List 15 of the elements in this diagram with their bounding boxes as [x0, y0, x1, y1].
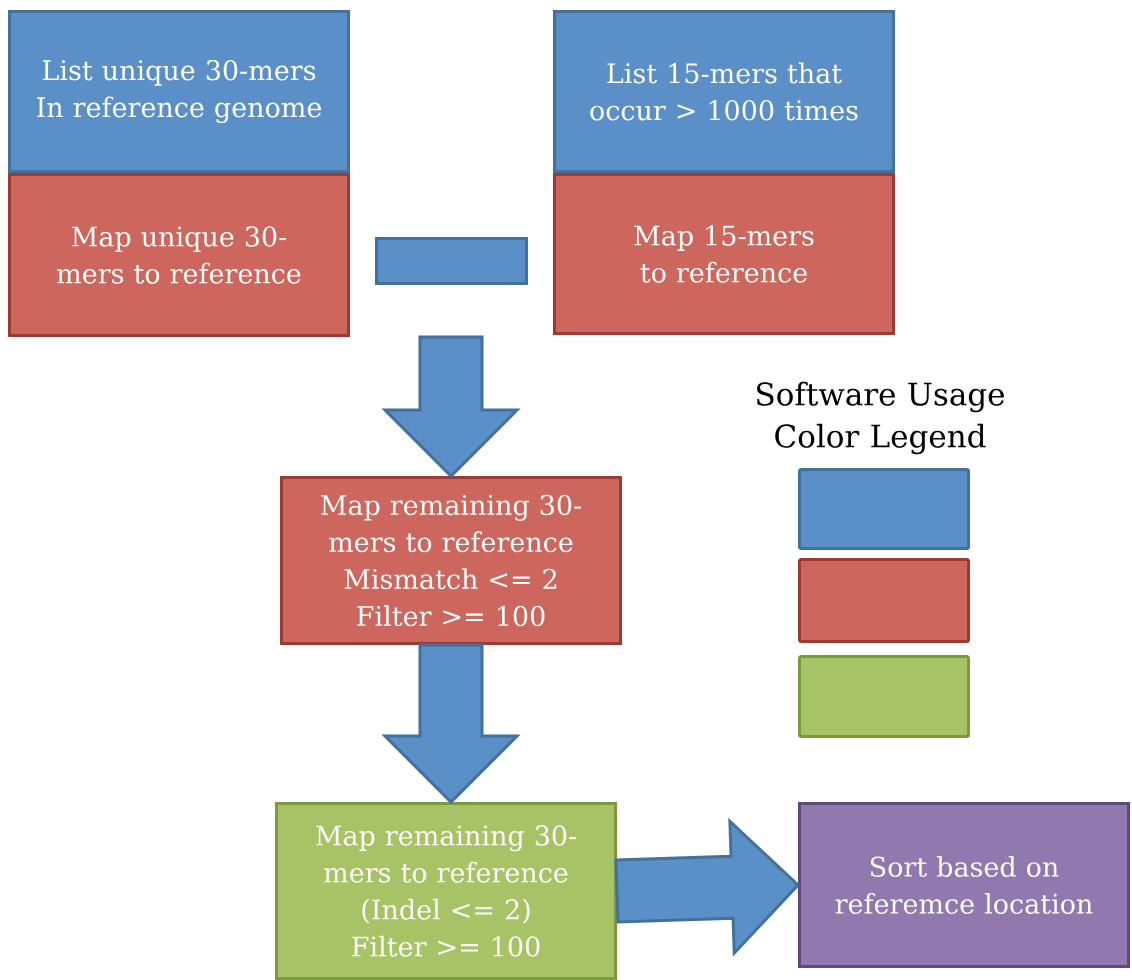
process-box: Sort based on referemce location	[798, 802, 1130, 968]
legend-title: Software Usage Color Legend	[757, 381, 1004, 455]
process-box: Map unique 30-mers to reference	[8, 173, 350, 337]
process-box: Map remaining 30-mers to reference (Indel <= 2) Filter >= 100	[275, 802, 617, 980]
block-arrow	[381, 335, 521, 479]
process-box: List 15-mers that occur > 1000 times	[553, 10, 895, 173]
legend-swatch	[798, 655, 970, 738]
process-box: List unique 30-mers In reference genome	[8, 10, 350, 173]
legend-swatch	[798, 558, 970, 643]
process-box: Map remaining 30-mers to reference Mismatch <= 2 Filter >= 100	[280, 476, 622, 645]
legend-swatch	[798, 468, 970, 550]
process-box: Map 15-mers to reference	[553, 173, 895, 335]
block-arrow	[614, 817, 801, 957]
block-arrow	[381, 643, 521, 805]
minus-sign	[375, 237, 528, 285]
